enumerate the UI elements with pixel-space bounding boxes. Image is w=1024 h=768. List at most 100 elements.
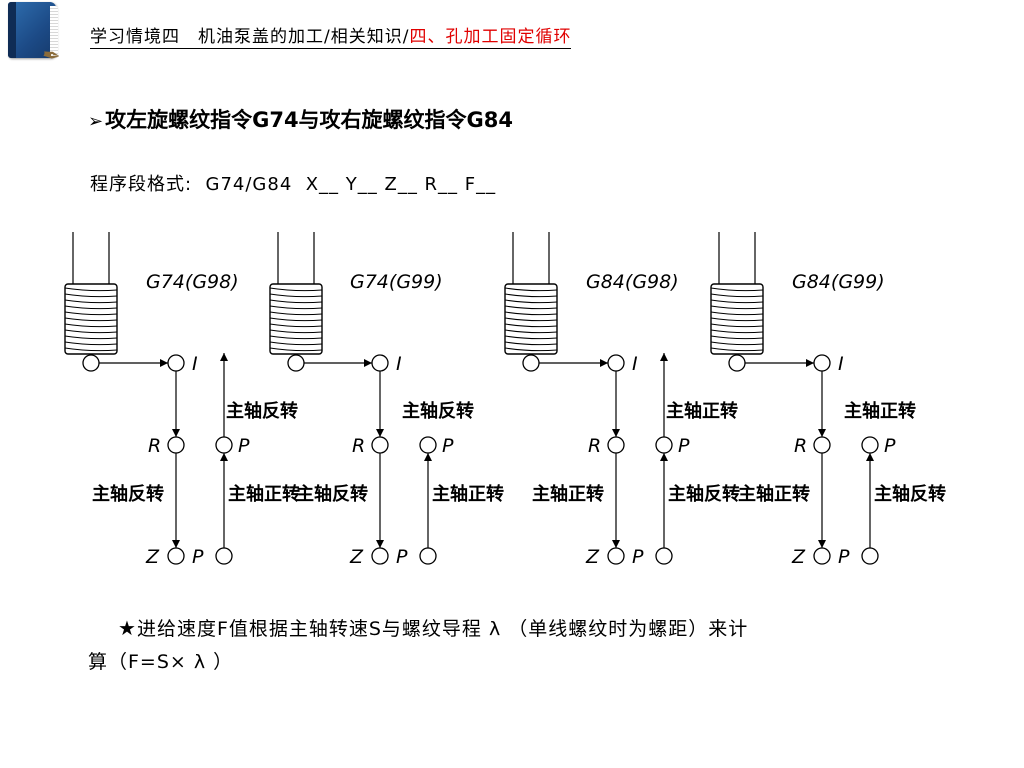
- p-point-upper-label: P: [884, 435, 896, 457]
- p-point-lower: [215, 547, 233, 565]
- z-point: [371, 547, 389, 565]
- cycle-code-label: G84(G99): [792, 271, 885, 293]
- spindle-direction-left-label: 主轴反转: [92, 483, 164, 505]
- thread-line: [504, 323, 558, 328]
- initial-point: [167, 354, 185, 372]
- initial-point-label: I: [632, 353, 638, 375]
- thread-line: [64, 299, 118, 304]
- thread-line: [64, 341, 118, 346]
- section-heading: ➢攻左旋螺纹指令G74与攻右旋螺纹指令G84: [88, 104, 513, 134]
- diagram-2: G74(G99)IRZPP主轴反转主轴反转主轴正转: [269, 232, 504, 568]
- thread-line: [64, 347, 118, 352]
- thread-line: [269, 335, 323, 340]
- initial-point: [371, 354, 389, 372]
- spindle-direction-top-label: 主轴正转: [666, 400, 738, 422]
- r-point-label: R: [588, 435, 601, 457]
- tap-tip-point: [82, 354, 100, 372]
- thread-line: [269, 299, 323, 304]
- thread-line: [504, 335, 558, 340]
- thread-line: [710, 317, 764, 322]
- spindle-direction-top-label: 主轴正转: [844, 400, 916, 422]
- thread-line: [710, 341, 764, 346]
- tap-tip-point: [287, 354, 305, 372]
- diagram-1: G74(G98)IRZPP主轴反转主轴反转主轴正转: [64, 232, 300, 568]
- thread-line: [710, 305, 764, 310]
- p-point-upper-label: P: [238, 435, 250, 457]
- thread-line: [64, 293, 118, 298]
- initial-point-label: I: [396, 353, 402, 375]
- thread-line: [269, 305, 323, 310]
- note-line-1: 进给速度F值根据主轴转速S与螺纹导程 λ （单线螺纹时为螺距）来计: [136, 618, 749, 640]
- program-format-line: 程序段格式: G74/G84 X__ Y__ Z__ R__ F__: [90, 174, 497, 195]
- cycle-code-label: G84(G98): [586, 271, 679, 293]
- thread-line: [269, 287, 323, 292]
- tap-tip-point: [728, 354, 746, 372]
- p-point-upper: [215, 436, 233, 454]
- p-point-upper: [861, 436, 879, 454]
- r-point: [813, 436, 831, 454]
- thread-line: [64, 287, 118, 292]
- p-point-lower: [655, 547, 673, 565]
- thread-line: [64, 335, 118, 340]
- tap-tip-point: [522, 354, 540, 372]
- book-icon: [8, 2, 56, 58]
- spindle-direction-top-label: 主轴反转: [402, 400, 474, 422]
- thread-line: [710, 335, 764, 340]
- thread-line: [269, 347, 323, 352]
- breadcrumb-current[interactable]: 四、孔加工固定循环: [409, 27, 572, 47]
- thread-line: [504, 311, 558, 316]
- thread-line: [64, 305, 118, 310]
- initial-point-label: I: [192, 353, 198, 375]
- z-point-label: Z: [145, 546, 160, 568]
- breadcrumb: 学习情境四 机油泵盖的加工/相关知识/四、孔加工固定循环: [90, 22, 572, 49]
- spindle-direction-right-label: 主轴正转: [228, 483, 300, 505]
- diagram-4: G84(G99)IRZPP主轴正转主轴正转主轴反转: [710, 232, 946, 568]
- r-point-label: R: [794, 435, 807, 457]
- p-point-lower-label: P: [632, 546, 644, 568]
- notebook-pen-logo: ✒: [2, 0, 64, 70]
- breadcrumb-main[interactable]: 学习情境四 机油泵盖的加工/相关知识/: [90, 27, 410, 47]
- thread-line: [269, 311, 323, 316]
- thread-line: [710, 299, 764, 304]
- thread-line: [710, 311, 764, 316]
- cycle-code-label: G74(G99): [350, 271, 443, 293]
- p-point-upper: [419, 436, 437, 454]
- thread-line: [269, 323, 323, 328]
- r-point-label: R: [352, 435, 365, 457]
- cycle-code-label: G74(G98): [146, 271, 239, 293]
- p-point-lower-label: P: [396, 546, 408, 568]
- z-point-label: Z: [791, 546, 806, 568]
- thread-line: [504, 347, 558, 352]
- book-spine: [8, 2, 16, 58]
- initial-point: [607, 354, 625, 372]
- p-point-lower-label: P: [192, 546, 204, 568]
- spindle-direction-left-label: 主轴正转: [738, 483, 810, 505]
- z-point: [607, 547, 625, 565]
- book-pages: [50, 6, 58, 56]
- thread-line: [504, 305, 558, 310]
- p-point-lower: [419, 547, 437, 565]
- thread-line: [64, 311, 118, 316]
- p-point-upper-label: P: [678, 435, 690, 457]
- spindle-direction-left-label: 主轴反转: [296, 483, 368, 505]
- thread-line: [710, 347, 764, 352]
- thread-line: [504, 299, 558, 304]
- diagram-3: G84(G98)IRZPP主轴正转主轴正转主轴反转: [504, 232, 740, 568]
- thread-line: [504, 293, 558, 298]
- bullet-arrow-icon: ➢: [88, 111, 104, 132]
- thread-line: [269, 329, 323, 334]
- thread-line: [64, 323, 118, 328]
- star-icon: ★: [118, 616, 137, 640]
- thread-line: [710, 293, 764, 298]
- note-line-2: 算（F=S× λ ）: [88, 651, 234, 673]
- z-point-label: Z: [585, 546, 600, 568]
- z-point: [813, 547, 831, 565]
- tapping-cycle-diagrams: G74(G98)IRZPP主轴反转主轴反转主轴正转G74(G99)IRZPP主轴…: [64, 232, 946, 568]
- spindle-direction-right-label: 主轴正转: [432, 483, 504, 505]
- spindle-direction-right-label: 主轴反转: [668, 483, 740, 505]
- z-point-label: Z: [349, 546, 364, 568]
- initial-point: [813, 354, 831, 372]
- thread-line: [504, 329, 558, 334]
- r-point: [371, 436, 389, 454]
- section-heading-text: 攻左旋螺纹指令G74与攻右旋螺纹指令G84: [105, 108, 514, 132]
